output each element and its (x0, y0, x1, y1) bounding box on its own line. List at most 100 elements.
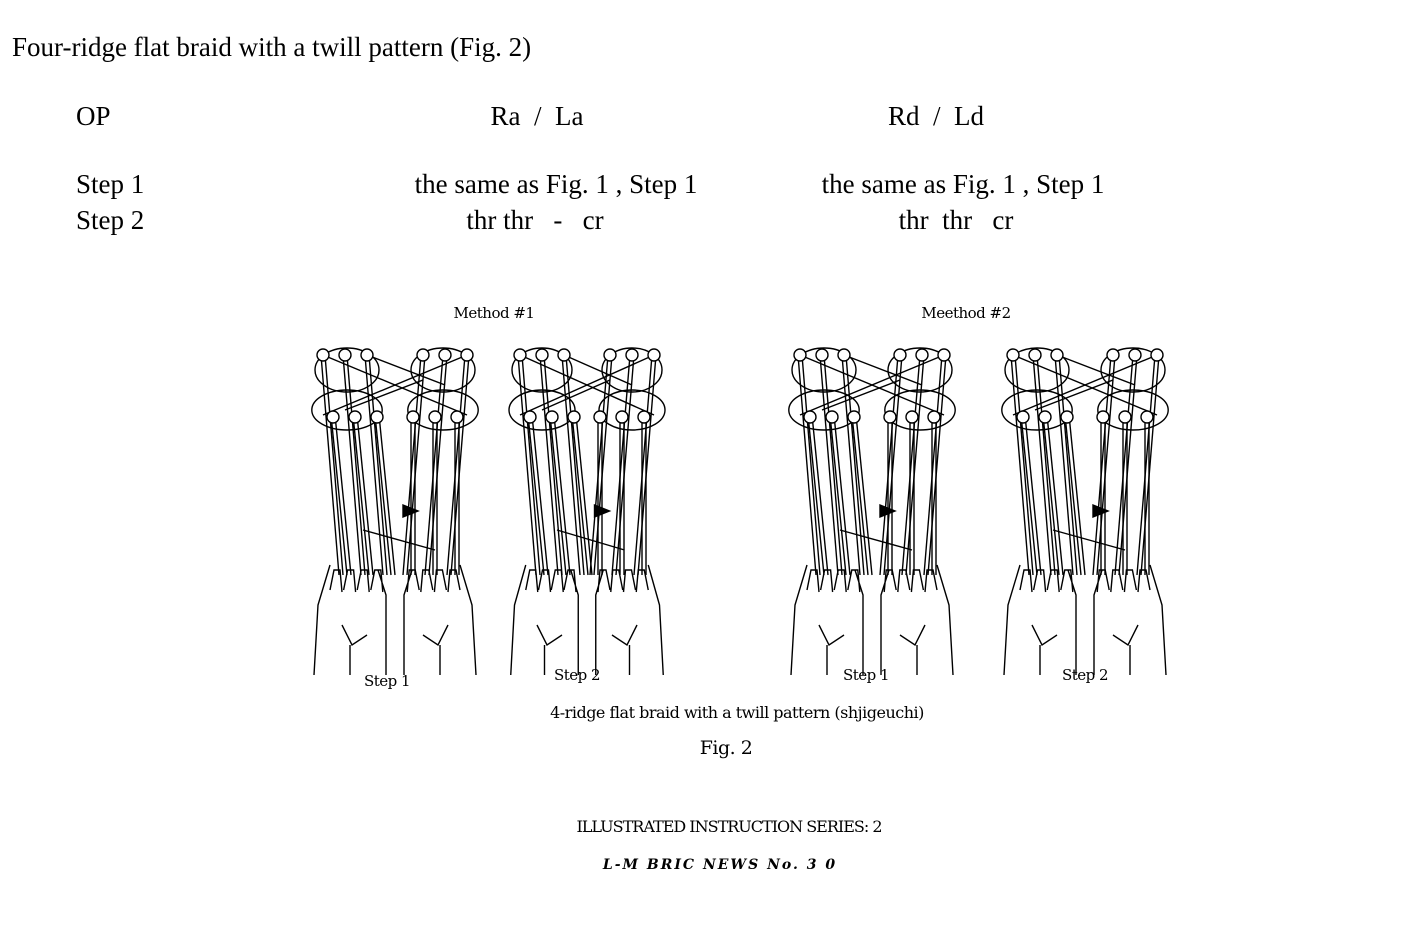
header-op: OP (76, 101, 111, 131)
loop (598, 389, 666, 431)
string (1032, 354, 1052, 576)
loop (1097, 389, 1169, 431)
finger-loop-circle (1028, 348, 1042, 362)
loop (1100, 347, 1166, 393)
finger-loop-circle (893, 348, 907, 362)
string (549, 414, 567, 576)
transfer-string (839, 529, 913, 551)
arrow-icon (402, 503, 420, 519)
row-ra-la: the same as Fig. 1 , Step 1 (414, 169, 698, 199)
finger-loop-circle (338, 348, 352, 362)
string (1010, 354, 1030, 576)
string (1136, 354, 1156, 576)
string (1068, 414, 1086, 576)
finger-loop-circle (1140, 410, 1154, 424)
loop (1004, 347, 1070, 393)
crossing-string (366, 354, 446, 386)
string (330, 414, 348, 576)
row-label: Step 2 (76, 205, 145, 235)
string (1046, 414, 1064, 576)
string (428, 354, 448, 576)
string (611, 354, 631, 576)
finger-loop-circle (625, 348, 639, 362)
finger-loop-circle (523, 410, 537, 424)
string (553, 414, 571, 576)
step-label: Step 2 (553, 666, 601, 684)
step-label: Step 1 (363, 672, 411, 690)
string (575, 414, 593, 576)
crossing-string (519, 354, 655, 416)
hand-outline (595, 564, 664, 676)
finger-loop-circle (603, 348, 617, 362)
hand-outline (313, 564, 387, 676)
finger-loop-circle (825, 410, 839, 424)
header-ra-la: Ra / La (490, 101, 584, 131)
string (1064, 414, 1082, 576)
finger-loop-circle (438, 348, 452, 362)
finger-loop-circle (1150, 348, 1164, 362)
arrow-icon (1092, 503, 1110, 519)
string (633, 354, 653, 576)
string (819, 354, 839, 576)
string (320, 354, 340, 576)
finger-loop-circle (406, 410, 420, 424)
string (374, 414, 392, 576)
string (1042, 414, 1060, 576)
finger-loop-circle (545, 410, 559, 424)
string (446, 354, 466, 576)
string (593, 354, 613, 576)
string (615, 354, 635, 576)
string (368, 354, 388, 576)
finger-loop-circle (513, 348, 527, 362)
row-label: Step 1 (76, 169, 145, 199)
finger-loop-circle (847, 410, 861, 424)
string (521, 354, 541, 576)
string (571, 414, 589, 576)
loop (314, 347, 380, 393)
finger-loop-circle (1060, 410, 1074, 424)
finger-loop-circle (937, 348, 951, 362)
string (927, 354, 947, 576)
loop (884, 389, 956, 431)
hand-outline (510, 564, 579, 676)
loop (1001, 389, 1073, 431)
finger-loop-circle (326, 410, 340, 424)
string (406, 354, 426, 576)
transfer-string (362, 529, 436, 551)
string (356, 414, 374, 576)
finger-loop-circle (348, 410, 362, 424)
string (527, 414, 545, 576)
news-label: L-M BRIC NEWS No. 3 0 (602, 857, 838, 873)
step-label: Step 2 (1061, 666, 1109, 684)
string (364, 354, 384, 576)
finger-loop-circle (567, 410, 581, 424)
string (1118, 354, 1138, 576)
finger-loop-circle (815, 348, 829, 362)
string (923, 354, 943, 576)
finger-loop-circle (557, 348, 571, 362)
finger-loop-circle (837, 348, 851, 362)
finger-loop-circle (535, 348, 549, 362)
string (565, 354, 585, 576)
finger-loop-circle (1106, 348, 1120, 362)
finger-loop-circle (1096, 410, 1110, 424)
string (797, 354, 817, 576)
transfer-string (556, 529, 625, 551)
string (424, 354, 444, 576)
string (1024, 414, 1042, 576)
string (543, 354, 563, 576)
finger-loop-circle (1050, 348, 1064, 362)
finger-loop-circle (927, 410, 941, 424)
string (1092, 354, 1112, 576)
figure-label: Fig. 2 (699, 737, 753, 759)
finger-loop-circle (915, 348, 929, 362)
string (589, 354, 609, 576)
loop (511, 347, 573, 393)
finger-loop-circle (1038, 410, 1052, 424)
string (851, 414, 869, 576)
crossing-string (541, 379, 611, 411)
crossing-string (344, 379, 424, 411)
string (905, 354, 925, 576)
string (342, 354, 362, 576)
